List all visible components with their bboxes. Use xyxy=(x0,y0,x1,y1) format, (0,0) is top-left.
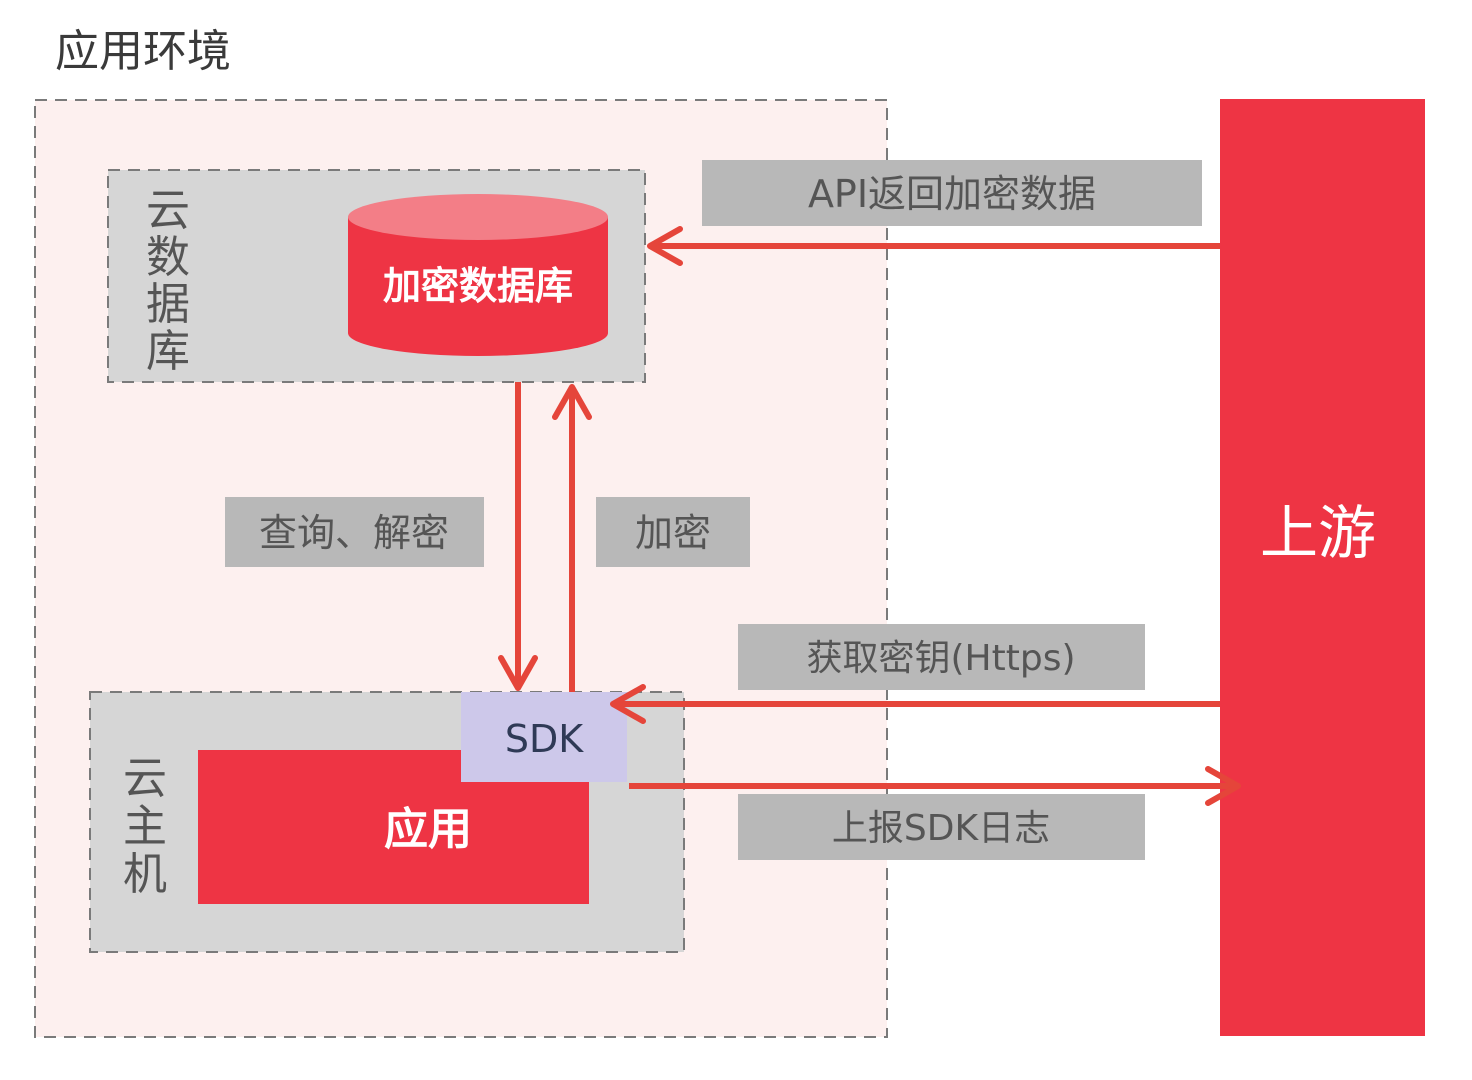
cloud-database-label-char: 据 xyxy=(146,279,190,330)
upstream-bar xyxy=(1220,99,1425,1036)
sdk-label: SDK xyxy=(505,717,584,761)
cloud-host-label-char: 云 xyxy=(123,753,167,804)
cloud-host-label-char: 机 xyxy=(123,849,167,900)
cloud-database-label-char: 云 xyxy=(146,185,190,236)
cloud-host-label: 云 主 机 xyxy=(123,753,167,900)
cloud-database-label-char: 库 xyxy=(146,326,190,377)
get-key-label: 获取密钥(Https) xyxy=(807,638,1076,679)
sdk-box xyxy=(461,692,627,782)
application-label: 应用 xyxy=(384,804,472,855)
diagram-title: 应用环境 xyxy=(55,26,231,77)
upstream-label: 上游 xyxy=(1260,499,1376,567)
encrypt-label: 加密 xyxy=(635,511,711,555)
query-decrypt-label: 查询、解密 xyxy=(259,511,449,555)
get-key-label-box xyxy=(738,624,1145,690)
query-decrypt-label-box xyxy=(225,497,484,567)
report-log-label-box xyxy=(738,794,1145,860)
encrypt-label-box xyxy=(596,497,750,567)
report-log-label: 上报SDK日志 xyxy=(832,808,1050,849)
cloud-database-label: 云 数 据 库 xyxy=(146,185,190,377)
encrypted-database-cylinder xyxy=(348,194,608,356)
cloud-host-label-char: 主 xyxy=(123,801,167,852)
api-return-label-box xyxy=(702,160,1202,226)
encrypted-database-label: 加密数据库 xyxy=(383,264,573,308)
api-return-label: API返回加密数据 xyxy=(808,172,1096,216)
cloud-database-label-char: 数 xyxy=(146,232,190,283)
